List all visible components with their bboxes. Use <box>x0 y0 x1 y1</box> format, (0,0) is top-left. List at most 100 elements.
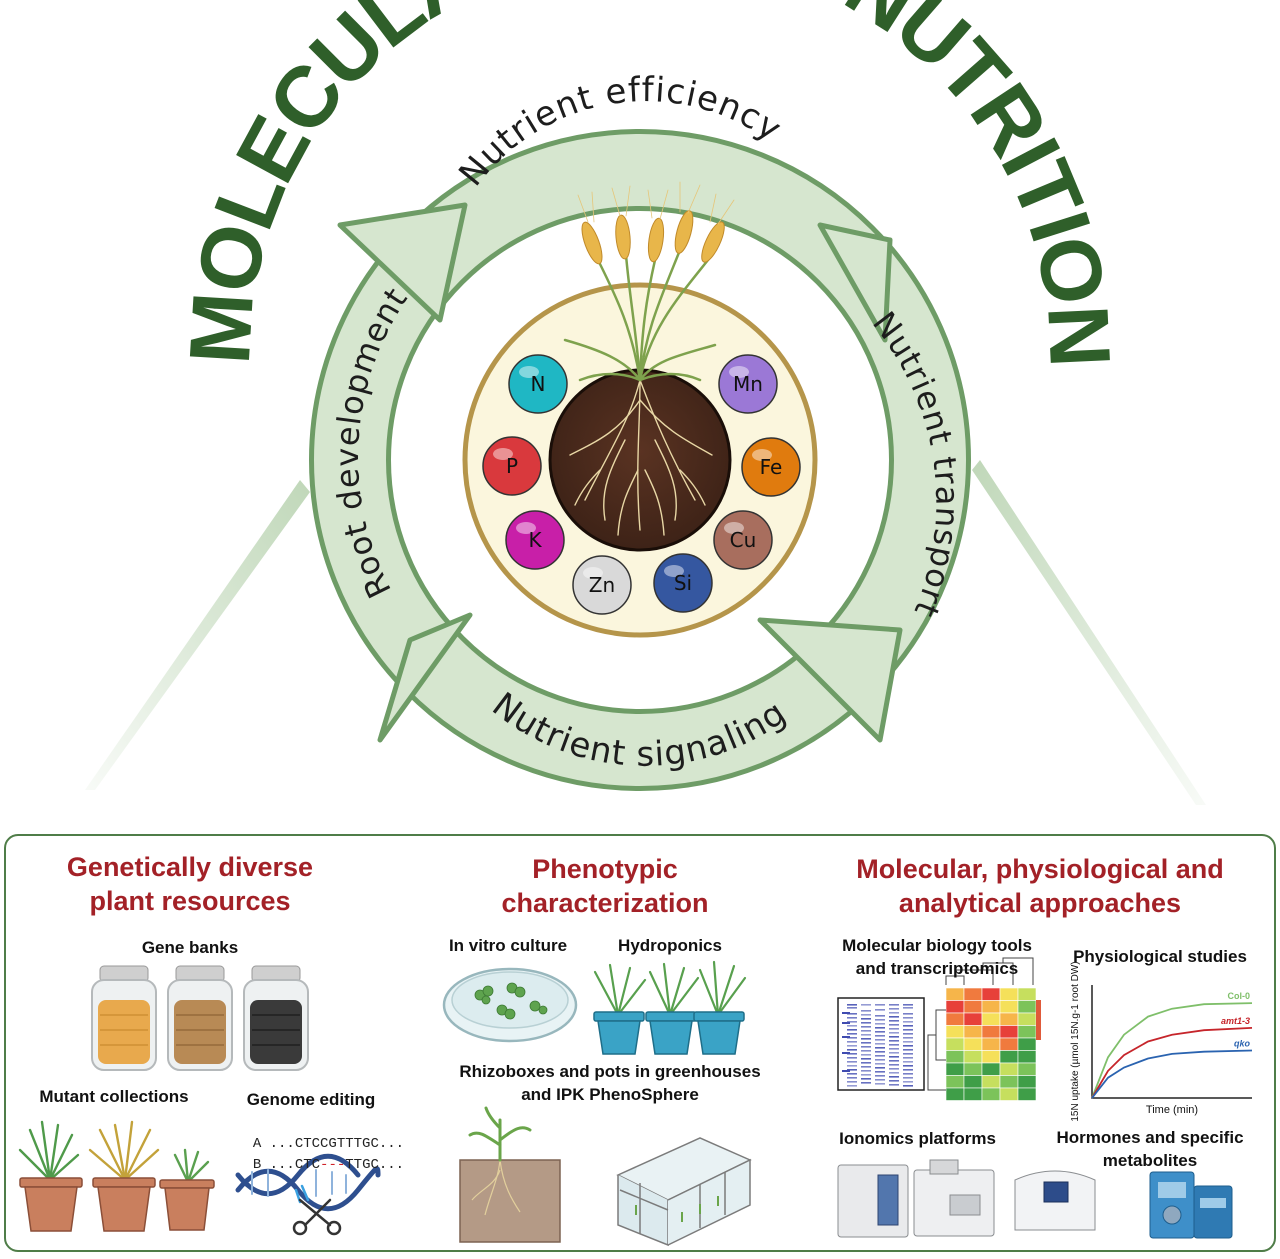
jar-tan-seeds <box>167 965 233 1071</box>
gel-band <box>889 1064 899 1066</box>
lcms-instrument <box>1149 1171 1233 1239</box>
gel-band <box>875 1009 885 1011</box>
sequence-b-deletion: --- <box>320 1157 346 1173</box>
gel-band <box>847 1004 857 1006</box>
label-rhizoboxes: Rhizoboxes and pots in greenhouses and I… <box>430 1060 790 1106</box>
label-rhizoboxes-line2: and IPK PhenoSphere <box>521 1085 699 1104</box>
gel-band <box>861 1014 871 1016</box>
gel-band <box>903 1045 913 1047</box>
mutant-pots <box>18 1120 215 1232</box>
gel-band <box>847 1085 857 1087</box>
nutrient-symbol: Zn <box>589 573 615 597</box>
section-title-phenotypic-line1: Phenotypic <box>532 854 678 884</box>
nutrient-zn: Zn <box>572 555 632 615</box>
gel-band <box>889 1060 899 1062</box>
gel-band <box>889 1032 899 1034</box>
nutrient-symbol: Mn <box>733 372 763 396</box>
gel-band <box>875 1059 885 1061</box>
gel-band <box>903 1053 913 1055</box>
label-hormones-line2: metabolites <box>1102 1151 1198 1170</box>
ladder-band <box>842 1070 850 1072</box>
nutrient-si: Si <box>653 553 713 613</box>
gel-band <box>861 1010 871 1012</box>
gel-band <box>875 1019 885 1021</box>
arrow-head-top <box>337 202 468 323</box>
connector-right <box>972 460 1206 805</box>
gel-band <box>875 1083 885 1085</box>
series-line-qko <box>1091 1049 1253 1099</box>
section-title-molecular-line1: Molecular, physiological and <box>856 854 1224 884</box>
ladder-band <box>842 1012 850 1014</box>
gel-band <box>847 1081 857 1083</box>
gel-band <box>875 1035 885 1037</box>
gel-band <box>903 1065 913 1067</box>
gel-band <box>875 1051 885 1053</box>
gel-band <box>847 1037 857 1039</box>
gel-band <box>875 1023 885 1025</box>
label-gene-banks: Gene banks <box>141 938 239 957</box>
gel-band <box>889 1080 899 1082</box>
gel-band <box>889 1040 899 1042</box>
sequence-b: B ...CTC---TTGC... <box>236 1141 404 1173</box>
gel-band <box>889 1012 899 1014</box>
ionomics-instruments <box>837 1159 1096 1238</box>
gel-band <box>889 1028 899 1030</box>
gel-band <box>875 1027 885 1029</box>
section-title-molecular: Molecular, physiological and analytical … <box>830 852 1250 920</box>
nutrient-k: K <box>505 510 565 570</box>
gel-band <box>861 1054 871 1056</box>
ladder-band <box>842 1022 850 1024</box>
section-title-genetic: Genetically diverse plant resources <box>20 850 360 918</box>
gel-band <box>861 1074 871 1076</box>
sequence-a-text: ...CTCCGTTTGC... <box>269 1136 405 1152</box>
gel-band <box>861 1058 871 1060</box>
gel-band <box>889 1084 899 1086</box>
greenhouse <box>616 1137 752 1247</box>
gel-band <box>903 1073 913 1075</box>
gel-band <box>889 1016 899 1018</box>
chart-xlabel: Time (min) <box>1146 1104 1198 1116</box>
gel-band <box>847 1029 857 1031</box>
gel-band <box>847 1049 857 1051</box>
gel-band <box>861 1030 871 1032</box>
label-hormones-line1: Hormones and specific <box>1056 1128 1244 1147</box>
gel-band <box>875 1075 885 1077</box>
gel-band <box>889 1044 899 1046</box>
gel-band <box>875 1055 885 1057</box>
heatmap <box>927 957 1041 1101</box>
gel-band <box>847 1025 857 1027</box>
sequence-b-post: TTGC... <box>345 1157 405 1173</box>
nutrient-cu: Cu <box>713 510 773 570</box>
gel-band <box>889 1024 899 1026</box>
label-physiological: Physiological studies <box>1073 947 1247 966</box>
nutrient-symbol: Cu <box>730 528 757 552</box>
jar-light-seeds <box>91 965 157 1071</box>
gel-band <box>847 1053 857 1055</box>
hydroponic-pots <box>593 960 747 1055</box>
section-title-phenotypic: Phenotypic characterization <box>440 852 770 920</box>
gel-band <box>875 1071 885 1073</box>
gel-band <box>861 1026 871 1028</box>
gel-band <box>847 1017 857 1019</box>
ladder-band <box>842 1036 850 1038</box>
gel-band <box>889 1020 899 1022</box>
sequence-a: A ...CTCCGTTTGC... <box>236 1120 404 1152</box>
gel-band <box>861 1062 871 1064</box>
gel-band <box>875 1063 885 1065</box>
section-title-phenotypic-line2: characterization <box>501 888 709 918</box>
nutrient-symbol: Si <box>674 571 692 595</box>
gel-band <box>889 1056 899 1058</box>
gel-band <box>903 1085 913 1087</box>
gel-band <box>861 1004 871 1006</box>
series-label-qko: qko <box>1234 1039 1251 1049</box>
gel-band <box>903 1017 913 1019</box>
series-label-amt1-3: amt1-3 <box>1221 1016 1250 1026</box>
gel-band <box>889 1068 899 1070</box>
gel-band <box>875 1043 885 1045</box>
gel-band <box>875 1079 885 1081</box>
series-line-amt1-3 <box>1091 1027 1253 1099</box>
gel-band <box>847 1007 857 1009</box>
series-line-col-0 <box>1091 1002 1253 1099</box>
